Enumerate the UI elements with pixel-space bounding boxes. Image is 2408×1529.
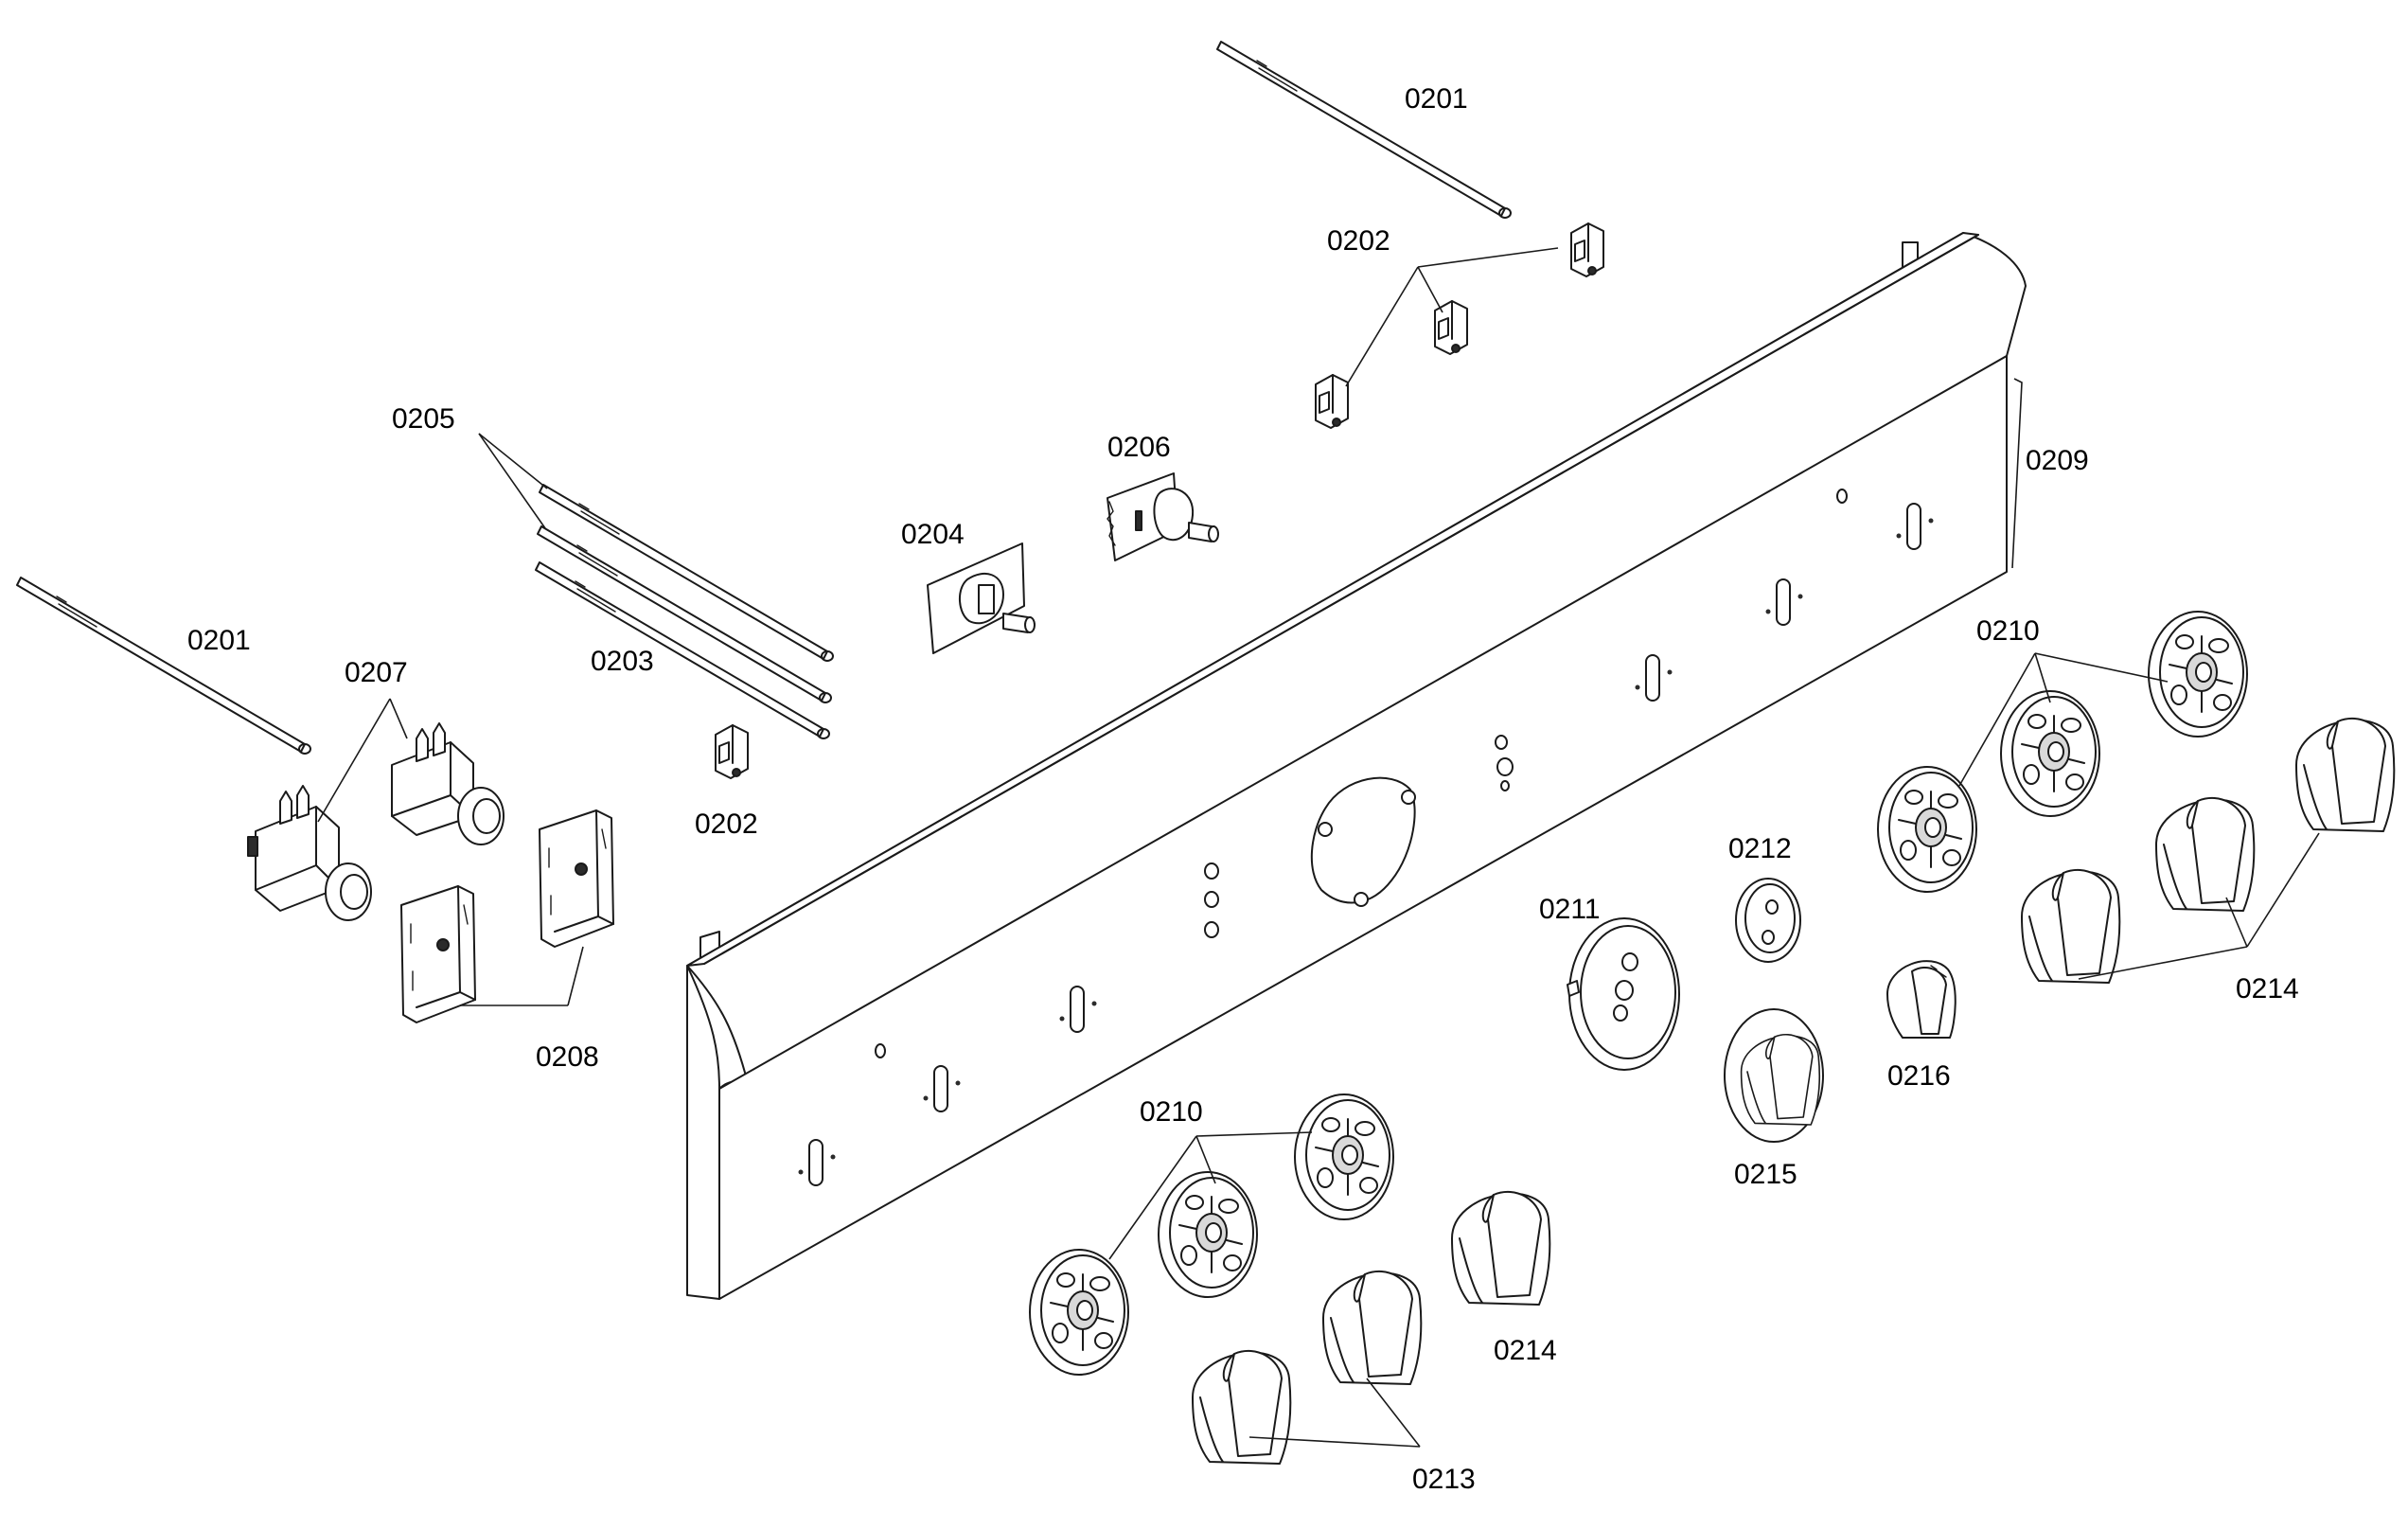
label-0210-left: 0210	[1140, 1096, 1203, 1128]
label-0201-left: 0201	[187, 625, 251, 656]
label-0206: 0206	[1107, 432, 1171, 463]
switch-0202-bottom	[715, 724, 749, 779]
rod-0203	[535, 561, 830, 739]
label-0202-top: 0202	[1327, 225, 1390, 257]
label-0205: 0205	[392, 403, 455, 435]
rods-0205	[537, 484, 834, 703]
label-0209: 0209	[2026, 445, 2089, 476]
module-0204	[927, 542, 1036, 654]
label-0207: 0207	[345, 657, 408, 688]
timers-0208	[400, 809, 614, 1023]
label-0215: 0215	[1734, 1159, 1797, 1190]
label-0214-mid: 0214	[1494, 1335, 1557, 1366]
label-0204: 0204	[901, 519, 965, 550]
leader-lines	[317, 247, 2320, 1448]
control-panel	[686, 232, 2027, 1300]
label-0212: 0212	[1728, 833, 1792, 864]
ring-0212	[1735, 878, 1801, 963]
rod-0201-top	[1216, 41, 1512, 219]
knob-0216	[1886, 960, 1956, 1039]
valve-0207-lower	[247, 785, 372, 921]
rod-0201-left	[16, 577, 311, 755]
ring-0211	[1567, 917, 1680, 1071]
label-0214-right: 0214	[2236, 973, 2299, 1005]
label-0203: 0203	[591, 646, 654, 677]
label-0201-top: 0201	[1405, 83, 1468, 115]
label-0211: 0211	[1539, 894, 1601, 925]
module-0206	[1107, 472, 1219, 561]
label-0210-right: 0210	[1976, 615, 2040, 647]
knob-0214-mid	[1451, 1190, 1551, 1306]
label-0208: 0208	[536, 1041, 599, 1073]
knob-0215	[1724, 1008, 1824, 1143]
label-0216: 0216	[1887, 1060, 1951, 1092]
label-0213: 0213	[1412, 1464, 1476, 1495]
part-labels: 0201 0202 0205 0206 0209 0204 0201 0203 …	[187, 83, 2299, 1495]
valve-0207-upper	[391, 722, 505, 845]
knobs-0213	[1192, 1270, 1423, 1465]
label-0202-bottom: 0202	[695, 809, 758, 840]
